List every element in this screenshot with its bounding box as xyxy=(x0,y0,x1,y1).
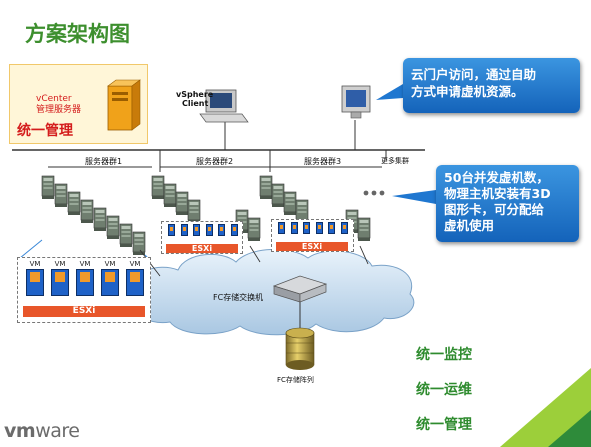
portal-monitor-icon xyxy=(341,85,371,119)
vm-icon xyxy=(289,222,300,236)
vsphere-client-line2: Client xyxy=(182,99,209,108)
unified-management-label: 统一管理 xyxy=(17,123,73,139)
esxi-bar-expanded: ESXi xyxy=(23,306,145,317)
vm-screen xyxy=(193,224,200,236)
vm-label: VM xyxy=(129,260,141,268)
vm-icon xyxy=(191,224,202,238)
vm-icon xyxy=(339,222,350,236)
fc-switch-label: FC存储交换机 xyxy=(213,293,264,302)
esxi-host-small-3: ESXi xyxy=(271,219,354,252)
vm-row-small-3 xyxy=(272,220,353,240)
callout-portal: 云门户访问，通过自助 方式申请虚机资源。 xyxy=(403,58,580,113)
vm-label: VM xyxy=(104,260,116,268)
callout-hosts-line2: 物理主机安装有3D xyxy=(444,186,551,201)
vmware-logo: vmware xyxy=(4,420,80,442)
vm-screen xyxy=(290,222,298,234)
vm-icon xyxy=(204,224,215,238)
callout-hosts-line1: 50台并发虚机数， xyxy=(444,170,549,185)
vm-icon: VM xyxy=(24,260,46,298)
vcenter-label-line1: vCenter xyxy=(36,94,72,104)
vm-row-large: VM VM VM VM VM xyxy=(18,258,150,302)
vm-screen xyxy=(26,269,44,296)
callout-portal-line2: 方式申请虚机资源。 xyxy=(411,84,524,99)
vm-icon xyxy=(166,224,177,238)
vcenter-label: vCenter 管理服务器 xyxy=(36,94,81,116)
callout-hosts-tail xyxy=(392,190,436,204)
decor-triangle-light xyxy=(500,368,591,447)
fc-storage-label: FC存储阵列 xyxy=(277,376,314,384)
vsphere-client-computer-icon xyxy=(199,89,249,123)
more-dot xyxy=(363,190,369,196)
vm-screen xyxy=(315,222,323,234)
vm-icon xyxy=(326,222,337,236)
vm-screen xyxy=(205,224,213,236)
callout-hosts-line3: 图形卡，可分配给 xyxy=(444,202,545,217)
vm-screen xyxy=(76,269,94,296)
vsphere-client-line1: vSphere xyxy=(176,90,214,99)
fc-switch-icon xyxy=(272,275,328,303)
vm-icon xyxy=(276,222,287,236)
unified-monitoring: 统一监控 xyxy=(416,347,472,363)
vsphere-client-label: vSphere Client xyxy=(176,90,213,108)
esxi-bar-3: ESXi xyxy=(276,242,348,251)
vm-screen xyxy=(168,224,175,236)
vm-screen xyxy=(230,224,238,236)
callout-portal-line1: 云门户访问，通过自助 xyxy=(411,67,537,82)
cluster-label-2: 服务器群2 xyxy=(196,157,234,166)
vm-screen xyxy=(51,269,69,296)
vm-screen xyxy=(218,224,225,236)
cluster-label-1: 服务器群1 xyxy=(85,157,123,166)
cluster-label-3: 服务器群3 xyxy=(304,157,342,166)
vm-icon: VM xyxy=(124,260,146,298)
vm-screen xyxy=(180,224,188,236)
vm-label: VM xyxy=(29,260,41,268)
esxi-host-small-2: ESXi xyxy=(161,221,243,254)
fc-network-cloud xyxy=(131,249,415,336)
vm-icon: VM xyxy=(99,260,121,298)
server-cluster-1 xyxy=(41,175,146,256)
vm-icon xyxy=(314,222,325,236)
vm-screen xyxy=(328,222,335,234)
vm-icon xyxy=(179,224,190,238)
vm-screen xyxy=(278,222,285,234)
esxi-host-expanded: VM VM VM VM VM ESXi xyxy=(17,257,151,323)
vm-icon xyxy=(301,222,312,236)
fc-storage-icon xyxy=(285,327,315,370)
callout-hosts: 50台并发虚机数， 物理主机安装有3D 图形卡，可分配给 虚机使用 xyxy=(436,165,579,242)
vm-screen xyxy=(303,222,310,234)
vm-icon: VM xyxy=(49,260,71,298)
vm-row-small-2 xyxy=(162,222,242,242)
vm-screen xyxy=(340,222,348,234)
cluster-label-more: 更多集群 xyxy=(381,157,409,165)
vm-icon xyxy=(216,224,227,238)
vm-label: VM xyxy=(79,260,91,268)
page-title: 方案架构图 xyxy=(25,22,130,46)
unified-management: 统一管理 xyxy=(416,417,472,433)
callout-hosts-line4: 虚机使用 xyxy=(444,218,495,233)
vm-icon: VM xyxy=(74,260,96,298)
vm-screen xyxy=(101,269,119,296)
unified-operations: 统一运维 xyxy=(416,382,472,398)
vcenter-label-line2: 管理服务器 xyxy=(36,105,82,115)
callout-portal-tail xyxy=(376,84,403,100)
decor-triangle-dark xyxy=(548,410,591,447)
vm-screen xyxy=(126,269,144,296)
vm-icon xyxy=(229,224,240,238)
vm-label: VM xyxy=(54,260,66,268)
esxi-bar-2: ESXi xyxy=(166,244,238,253)
